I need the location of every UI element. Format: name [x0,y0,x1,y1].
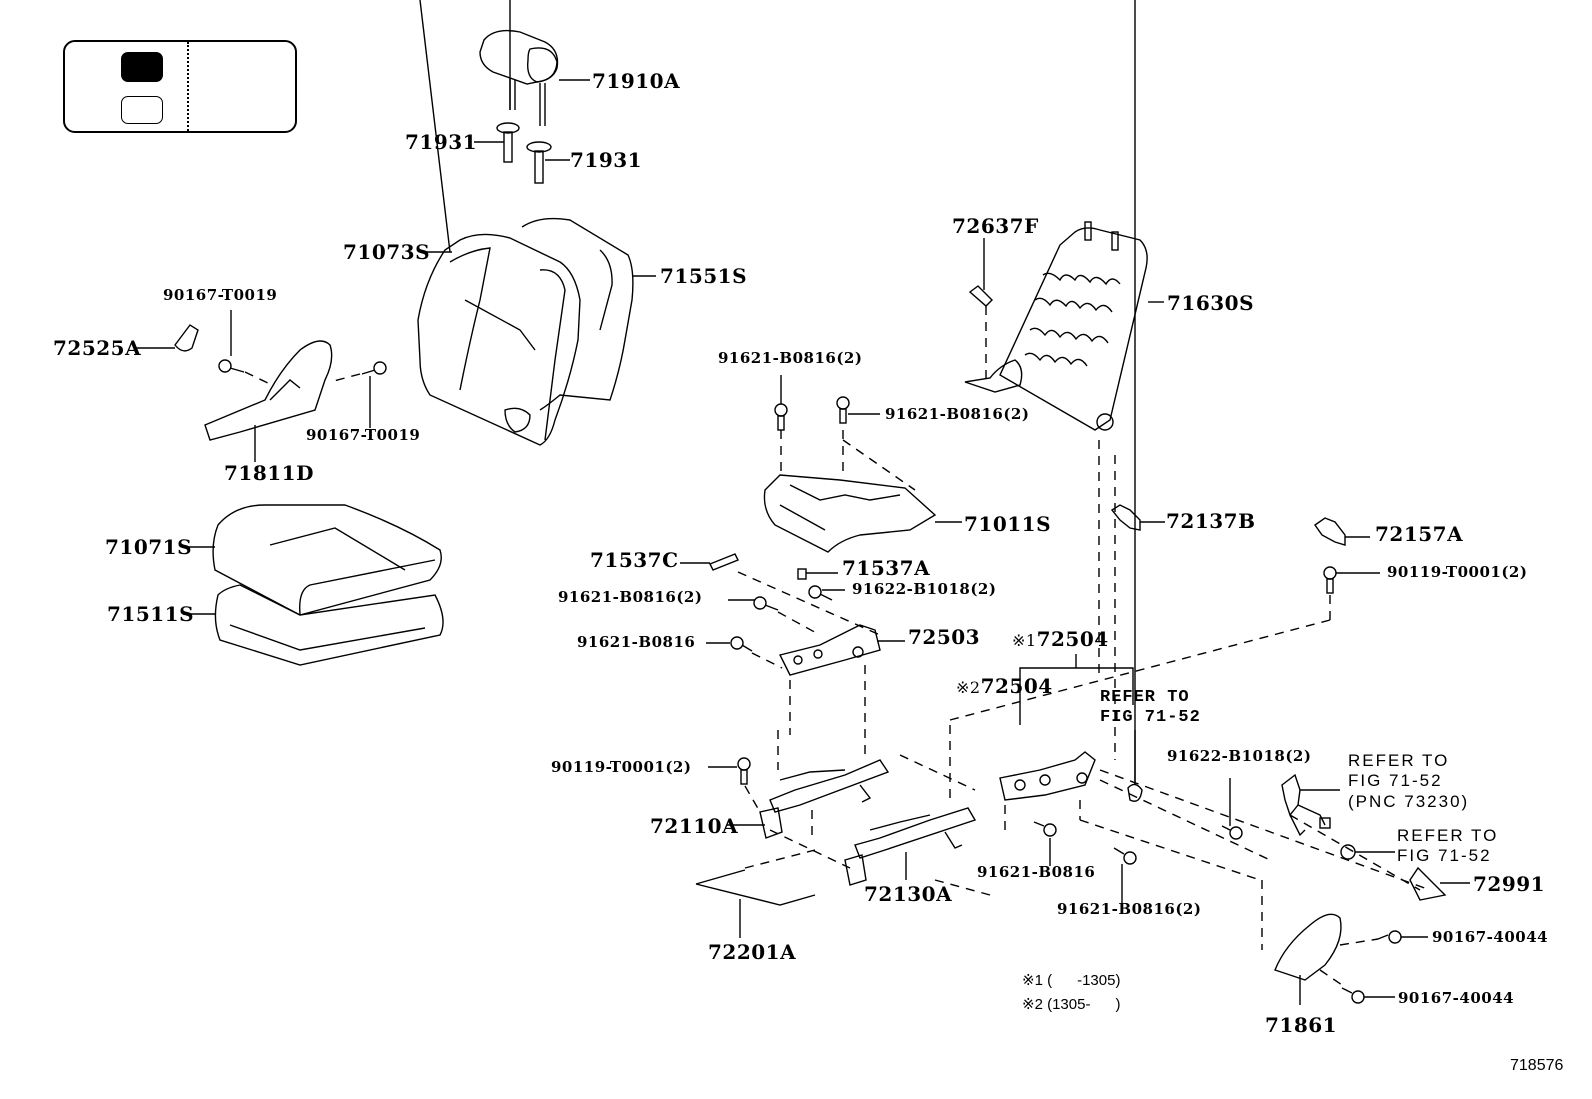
side-shield-drawing [136,310,387,462]
part-label-71551S[interactable]: 71551S [660,264,748,288]
part-label-91621-B0816-2-a[interactable]: 91621-B0816(2) [718,349,863,367]
part-label-71071S[interactable]: 71071S [105,535,193,559]
part-label-90119-T0001-2-left[interactable]: 90119-T0001(2) [551,758,692,776]
seat-cushion-drawing [183,504,444,666]
reference-fig-71-52-nut[interactable]: REFER TO FIG 71-52 [1397,826,1498,867]
part-label-91621-B0816-a[interactable]: 91621-B0816 [577,633,696,651]
headrest-drawing [479,0,590,126]
covers-right-drawing [1110,504,1380,622]
legend-swatch-outlined [121,96,163,124]
figure-number: 718576 [1510,1057,1564,1074]
part-label-72110A[interactable]: 72110A [650,814,739,838]
legend-box [63,40,297,133]
part-label-72130A[interactable]: 72130A [864,882,953,906]
part-label-72201A[interactable]: 72201A [708,940,797,964]
reference-line: REFER TO [1397,826,1499,845]
reference-line: REFER TO [1348,751,1450,770]
bolts-72504-drawing [1033,821,1137,903]
part-label-71073S[interactable]: 71073S [343,240,431,264]
adjuster-72504-drawing [949,0,1431,891]
reference-line: REFER TO [1100,688,1190,707]
part-label-71811D[interactable]: 71811D [224,461,314,485]
part-label-90167-T0019-top[interactable]: 90167-T0019 [163,286,278,304]
part-label-72157A[interactable]: 72157A [1375,522,1464,546]
part-label-91622-B1018-2-left[interactable]: 91622-B1018(2) [852,580,997,598]
legend-swatch-filled [121,52,163,82]
part-label-91621-B0816-2-d[interactable]: 91621-B0816(2) [1057,900,1202,918]
part-label-91621-B0816-2-c[interactable]: 91621-B0816(2) [558,588,703,606]
variant-mark-2: ※2 [956,678,981,697]
seat-track-left-drawing [708,730,890,839]
reference-line: FIG 71-52 [1397,846,1492,866]
part-label-72503[interactable]: 72503 [908,625,981,649]
part-label-71931-left[interactable]: 71931 [405,130,478,154]
part-label-90167-40044-a[interactable]: 90167-40044 [1432,928,1549,946]
part-label-71861[interactable]: 71861 [1265,1013,1338,1037]
wire-drawing [695,849,816,938]
part-label-90167-T0019-bottom[interactable]: 90167-T0019 [306,426,421,444]
part-label-91621-B0816-2-b[interactable]: 91621-B0816(2) [885,405,1030,423]
part-label-71011S[interactable]: 71011S [964,512,1052,536]
reference-line: FIG 71-52 [1348,771,1443,791]
part-label-72637F[interactable]: 72637F [952,214,1039,238]
reference-line: FIG 71-52 [1100,708,1201,728]
seatback-drawing [417,0,656,446]
part-label-72504-variant-1[interactable]: ※172504 [1012,629,1109,649]
part-label-71910A[interactable]: 71910A [592,69,681,93]
part-label-71931-right[interactable]: 71931 [570,148,643,172]
footnote-variant-1: ※1 ( -1305) [1022,972,1121,989]
headrest-guide-drawing [474,122,570,184]
part-label-90119-T0001-2-right[interactable]: 90119-T0001(2) [1387,563,1528,581]
part-label-71630S[interactable]: 71630S [1167,291,1255,315]
buckle-area-drawing [1221,773,1470,1005]
part-number-72504-1: 72504 [1036,627,1109,651]
cushion-frame-drawing [763,375,962,553]
footnote-variant-2: ※2 (1305- ) [1022,996,1121,1013]
part-number-72504-2: 72504 [980,674,1053,698]
small-parts-drawing [680,553,881,669]
part-label-72504-variant-2[interactable]: ※272504 [956,676,1053,696]
part-label-91621-B0816-b[interactable]: 91621-B0816 [977,863,1096,881]
seat-track-right-drawing [769,754,991,896]
part-label-91622-B1018-2-right[interactable]: 91622-B1018(2) [1167,747,1312,765]
legend-divider [187,42,189,131]
part-label-72525A[interactable]: 72525A [53,336,142,360]
adjuster-drawing [778,624,905,760]
part-label-71537A[interactable]: 71537A [842,556,931,580]
part-label-71511S[interactable]: 71511S [107,602,195,626]
seatback-frame-drawing [964,221,1164,431]
part-label-71537C[interactable]: 71537C [590,548,679,572]
reference-line: (PNC 73230) [1348,791,1470,811]
part-label-72991[interactable]: 72991 [1473,872,1546,896]
part-label-72137B[interactable]: 72137B [1166,509,1256,533]
reference-fig-71-52-buckle[interactable]: REFER TO FIG 71-52 (PNC 73230) [1348,751,1469,812]
part-label-90167-40044-b[interactable]: 90167-40044 [1398,989,1515,1007]
variant-mark-1: ※1 [1012,631,1037,650]
reference-fig-71-52-center[interactable]: REFER TO FIG 71-52 [1100,688,1201,729]
